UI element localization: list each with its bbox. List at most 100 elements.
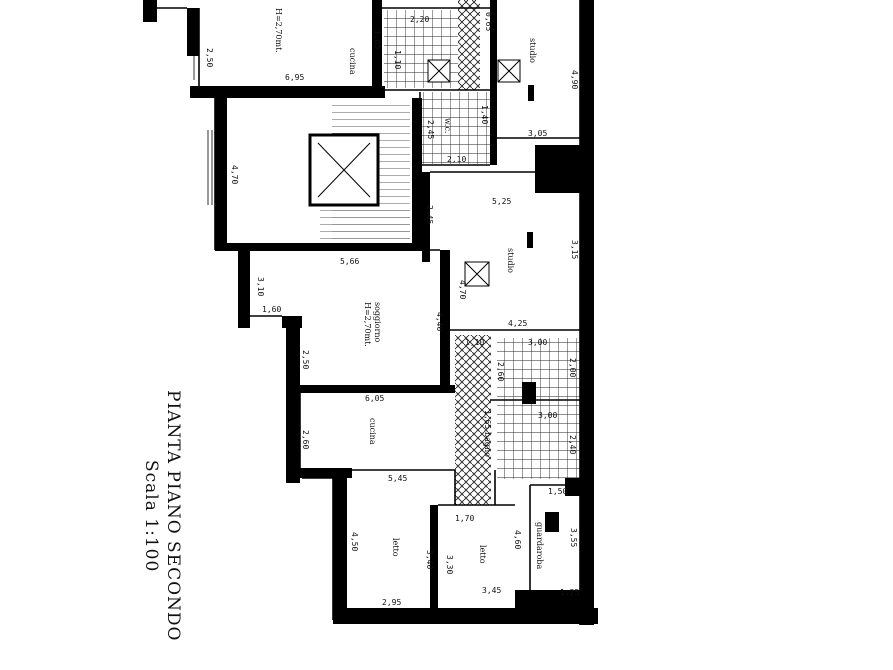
dim-label: 1,10 (393, 50, 402, 69)
wall-living-west (238, 250, 250, 328)
dim-label: 1,60 (262, 305, 281, 314)
radiator-studio-top (528, 85, 534, 101)
dim-label: 2,20 (410, 15, 429, 24)
title-line-1: PIANTA PIANO SECONDO (163, 390, 183, 641)
window-bed (337, 495, 343, 590)
dim-label: 2,00 (568, 358, 577, 377)
wall-se-block (515, 590, 580, 610)
wall-kitchen-south (190, 86, 385, 98)
dim-label: 1,65 (483, 410, 492, 429)
dim-label: 1,50 (548, 487, 567, 496)
room-label-living-height: H=2,70mt. (363, 302, 372, 347)
dim-label: 4,60 (513, 530, 522, 549)
room-label-studio-top: studio (528, 38, 537, 63)
wall-stair-south (215, 243, 425, 251)
dim-label: 3,55 (569, 528, 578, 547)
wall-corner-nw (143, 0, 157, 22)
dim-label: 4,70 (230, 165, 239, 184)
dim-label: 4,70 (458, 280, 467, 299)
wall-bath-pillar (522, 382, 536, 404)
wall-kitchen-east (372, 0, 382, 92)
dim-label: 4,90 (570, 70, 579, 89)
wall-living-south (300, 385, 455, 393)
stair-steps-lower (320, 205, 410, 243)
corridor-hatch (455, 0, 491, 505)
corridor-top-hatch (458, 0, 480, 90)
dim-label: 2,50 (205, 48, 214, 67)
wall-stair-east (412, 98, 422, 248)
outer-wall-east (580, 0, 594, 625)
dim-label: 4,40 (435, 312, 444, 331)
bath-outline (419, 92, 490, 166)
dim-label: 2,60 (301, 430, 310, 449)
room-label-wc: w.c. (443, 118, 452, 133)
dim-label: 2,60 (496, 362, 505, 381)
room-labels: cucina H=2,70mt. w.c. studio studio sogg… (274, 8, 544, 570)
room-label-kitchen-mid: cucina (368, 418, 377, 445)
wall-pillar-studio (535, 145, 580, 193)
dim-label: 2,10 (447, 155, 466, 164)
wall-living-east (440, 250, 450, 390)
dim-label: 3,10 (256, 277, 265, 296)
dim-label: 1,40 (480, 105, 489, 124)
dim-label: 2,45 (426, 120, 435, 139)
dim-label: 1,10 (465, 338, 484, 347)
room-label-studio-mid: studio (506, 248, 515, 273)
dim-label: 5,25 (492, 197, 511, 206)
room-label-living: soggiorno (373, 302, 382, 343)
dim-label: 3,05 (528, 129, 547, 138)
wall-bed-west (333, 468, 347, 623)
window-stair (207, 130, 213, 205)
staircase (308, 100, 410, 243)
wall-living-west2 (286, 316, 300, 406)
dim-label: 3,00 (538, 411, 557, 420)
dim-label: 3,40 (425, 550, 434, 569)
dim-label: 1,25 (560, 588, 579, 597)
room-label-bed-right: letto (478, 545, 487, 564)
bed-top (352, 469, 456, 505)
bath-lower2-tiled-floor (497, 404, 581, 479)
shaft-studio-cross (464, 261, 490, 287)
window-kitchen2 (291, 410, 297, 460)
dim-label: 4,25 (508, 319, 527, 328)
window-living (242, 280, 248, 310)
wall-studio-west (490, 0, 497, 165)
dim-label: 3,15 (570, 240, 579, 259)
partitions (157, 0, 581, 625)
radiators (527, 85, 534, 248)
dim-label: 6,05 (365, 394, 384, 403)
wall-kitchen-west (187, 8, 199, 56)
dim-label: 5,45 (388, 474, 407, 483)
dim-label: 3,30 (445, 555, 454, 574)
walls (143, 0, 598, 625)
wall-bed-divider (430, 505, 438, 608)
dim-label: 3,45 (482, 586, 501, 595)
title-line-2: Scala 1:100 (141, 460, 161, 572)
dim-label: 1,70 (455, 514, 474, 523)
room-label-kitchen-top: cucina (348, 48, 357, 75)
shaft-studio-top-cross (497, 59, 521, 83)
room-label-bed-left: letto (391, 538, 400, 557)
dim-label: 2,95 (382, 598, 401, 607)
dimension-labels: 2,50 6,95 2,20 1,85 1,10 0,65 4,90 1,40 … (205, 12, 579, 607)
dim-label: 6,95 (285, 73, 304, 82)
dim-label: 3,00 (528, 338, 547, 347)
room-label-wardrobe: guardaroba (535, 522, 544, 570)
bath-lower-tiled-floor (497, 338, 581, 404)
wall-south (333, 608, 598, 624)
dim-label: 2,45 (425, 205, 434, 224)
wall-wardrobe-pillar (545, 512, 559, 532)
wall-kitchen2-south (300, 468, 352, 478)
wall-bath-south (565, 478, 580, 496)
room-label-kitchen-top-height: H=2,70mt. (274, 8, 283, 53)
wall-studio-mid-west (422, 172, 430, 262)
plan-title: PIANTA PIANO SECONDO Scala 1:100 (141, 390, 183, 641)
bath-tiled-floor (420, 92, 492, 164)
windows (193, 20, 343, 590)
wall-kitchen2-west (286, 405, 300, 483)
room-label-bath-mid: bagno (483, 432, 492, 457)
dim-label: 2,40 (568, 435, 577, 454)
shaft-wc-cross (427, 59, 451, 83)
dim-label: 2,50 (301, 350, 310, 369)
